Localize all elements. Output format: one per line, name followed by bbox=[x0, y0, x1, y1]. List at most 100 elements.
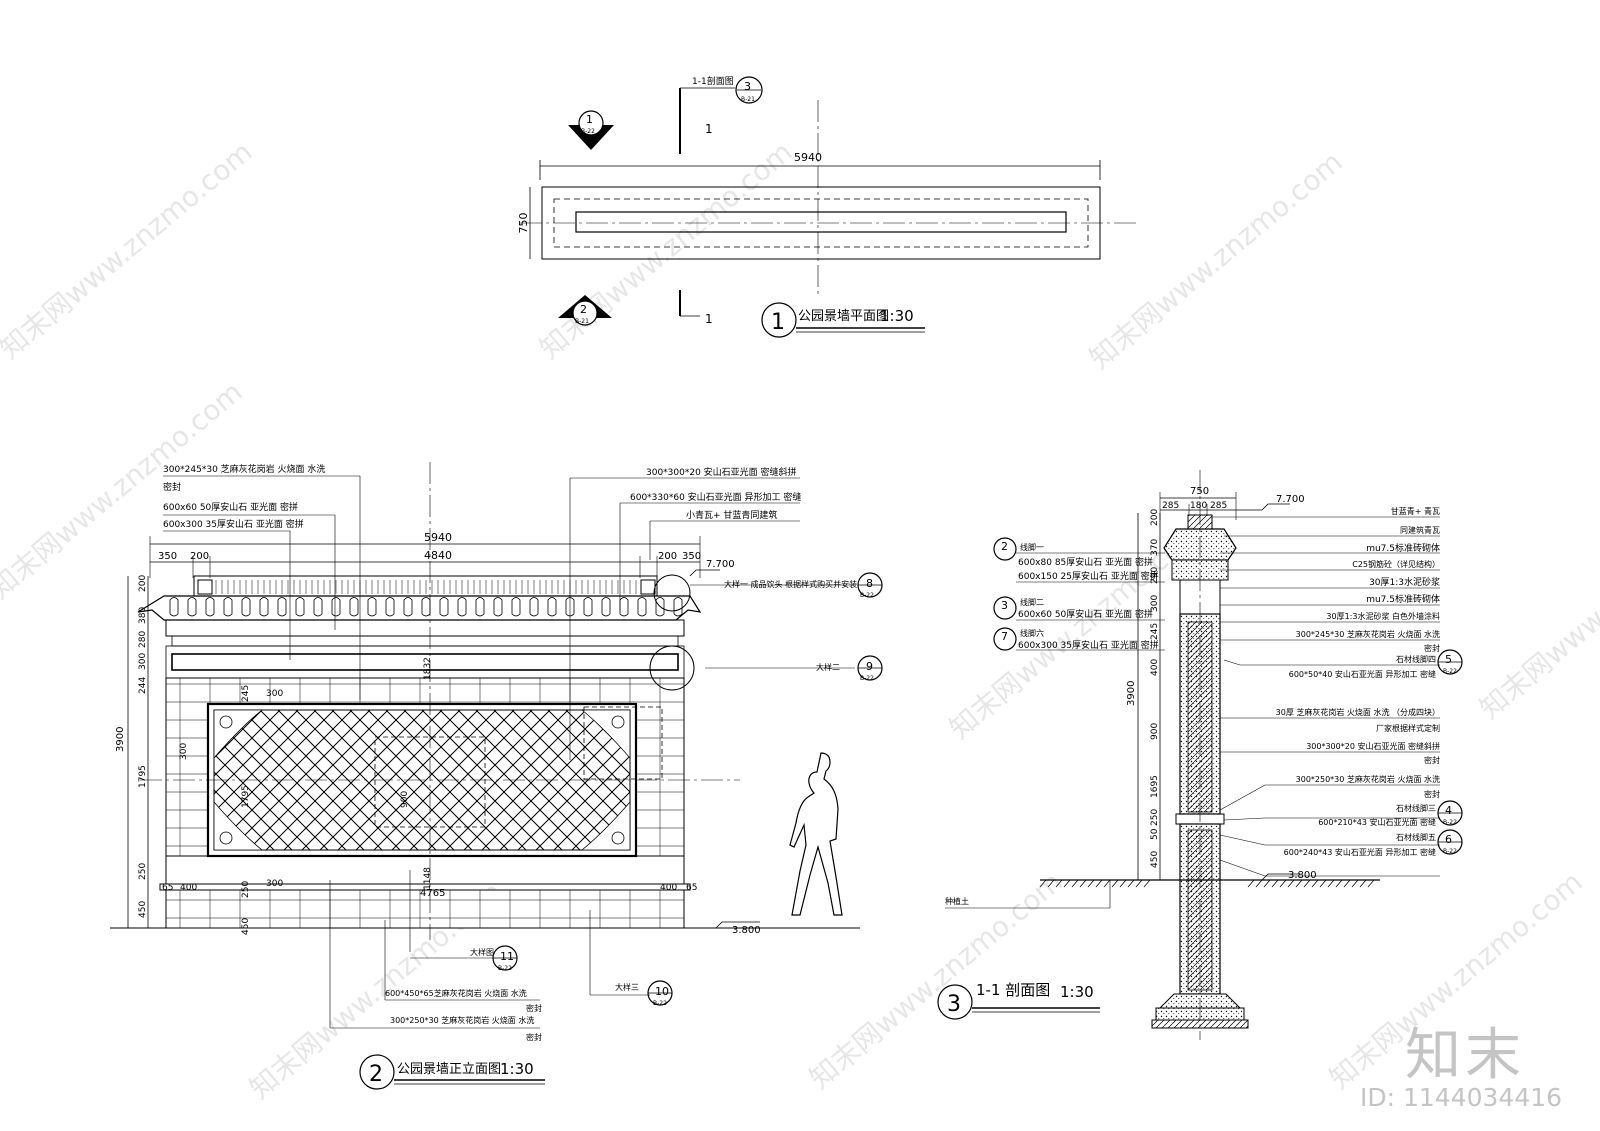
svg-text:知末网www.znzmo.com: 知末网www.znzmo.com bbox=[1083, 145, 1348, 375]
svg-text:4840: 4840 bbox=[424, 549, 452, 562]
elev-note-r1: 300*300*20 安山石亚光面 密缝斜拼 bbox=[646, 466, 797, 478]
svg-text:B-21: B-21 bbox=[575, 318, 589, 325]
svg-text:8: 8 bbox=[866, 577, 873, 590]
svg-text:450: 450 bbox=[138, 901, 148, 918]
svg-text:4765: 4765 bbox=[420, 888, 445, 899]
svg-text:300*250*30 芝麻灰花岗岩 火烧面 水洗: 300*250*30 芝麻灰花岗岩 火烧面 水洗 bbox=[1296, 774, 1440, 784]
svg-text:180: 180 bbox=[1190, 501, 1207, 511]
svg-text:290: 290 bbox=[1150, 567, 1160, 584]
svg-text:密封: 密封 bbox=[1424, 789, 1440, 799]
svg-text:65: 65 bbox=[162, 883, 173, 893]
svg-text:6: 6 bbox=[1445, 833, 1452, 846]
plan-section-ref: 3 bbox=[744, 80, 751, 93]
svg-text:200: 200 bbox=[1150, 509, 1160, 526]
svg-text:2: 2 bbox=[1001, 540, 1008, 553]
svg-text:900: 900 bbox=[1150, 723, 1160, 740]
section-labels: 750 285 180 285 7.700 3.800 3900 200 370… bbox=[945, 486, 1457, 1017]
svg-text:1:30: 1:30 bbox=[500, 1060, 534, 1078]
svg-text:密封: 密封 bbox=[526, 1003, 542, 1013]
svg-text:B-21: B-21 bbox=[741, 96, 755, 103]
section-title: 1-1 剖面图 bbox=[976, 981, 1050, 999]
svg-text:285: 285 bbox=[1162, 501, 1179, 511]
svg-text:9: 9 bbox=[866, 660, 873, 673]
svg-text:密封: 密封 bbox=[1424, 755, 1440, 765]
svg-text:400: 400 bbox=[1150, 659, 1160, 676]
svg-text:1:30: 1:30 bbox=[1060, 983, 1094, 1001]
svg-text:B-22: B-22 bbox=[860, 675, 874, 682]
plan-dim-length: 5940 bbox=[794, 151, 822, 164]
svg-text:2: 2 bbox=[580, 303, 587, 316]
svg-text:300: 300 bbox=[266, 689, 283, 699]
svg-text:1148: 1148 bbox=[423, 867, 433, 890]
svg-text:300: 300 bbox=[266, 879, 283, 889]
svg-text:密封: 密封 bbox=[526, 1032, 542, 1042]
svg-text:300: 300 bbox=[179, 743, 189, 760]
svg-text:300: 300 bbox=[138, 653, 148, 670]
svg-text:甘蓝青+ 青瓦: 甘蓝青+ 青瓦 bbox=[1391, 506, 1440, 516]
svg-text:3.800: 3.800 bbox=[732, 925, 761, 936]
plan-dim-width: 750 bbox=[517, 213, 530, 234]
svg-text:280: 280 bbox=[138, 631, 148, 648]
svg-text:知末网www.znzmo.com: 知末网www.znzmo.com bbox=[0, 375, 249, 605]
svg-text:大样图: 大样图 bbox=[470, 947, 494, 957]
svg-text:7: 7 bbox=[1001, 630, 1008, 643]
svg-text:250: 250 bbox=[138, 863, 148, 880]
section-view bbox=[937, 470, 1463, 1040]
elev-note-1: 300*245*30 芝麻灰花岗岩 火烧面 水洗 bbox=[163, 463, 325, 475]
svg-text:B-22: B-22 bbox=[581, 128, 595, 135]
corner-ornaments bbox=[213, 709, 631, 851]
svg-text:30厚1:3水泥砂浆 白色外墙涂料: 30厚1:3水泥砂浆 白色外墙涂料 bbox=[1326, 611, 1440, 621]
svg-text:知末网www.znzmo.com: 知末网www.znzmo.com bbox=[1473, 495, 1600, 725]
svg-text:600x60 50厚安山石 亚光面 密拼: 600x60 50厚安山石 亚光面 密拼 bbox=[1018, 608, 1153, 620]
svg-text:380: 380 bbox=[138, 607, 148, 624]
svg-text:mu7.5标准砖砌体: mu7.5标准砖砌体 bbox=[1366, 542, 1440, 554]
svg-text:3: 3 bbox=[1001, 599, 1008, 612]
svg-text:3: 3 bbox=[947, 992, 961, 1017]
svg-text:400: 400 bbox=[660, 883, 677, 893]
plan-scale: 1:30 bbox=[880, 307, 914, 325]
svg-text:370: 370 bbox=[1150, 539, 1160, 556]
svg-text:mu7.5标准砖砌体: mu7.5标准砖砌体 bbox=[1366, 593, 1440, 605]
svg-text:600x150 25厚安山石 亚光面 密拼: 600x150 25厚安山石 亚光面 密拼 bbox=[1018, 570, 1159, 582]
plan-number: 1 bbox=[771, 310, 785, 335]
svg-text:300*250*30 芝麻灰花岗岩 火烧面 水洗: 300*250*30 芝麻灰花岗岩 火烧面 水洗 bbox=[390, 1015, 534, 1025]
plan-cut-mark-bottom: 1 bbox=[705, 312, 713, 326]
svg-text:600x300 35厚安山石 亚光面 密拼: 600x300 35厚安山石 亚光面 密拼 bbox=[163, 518, 304, 530]
svg-text:600*50*40 安山石亚光面 异形加工 密缝: 600*50*40 安山石亚光面 异形加工 密缝 bbox=[1289, 669, 1436, 679]
plan-labels: 5940 750 1-1剖面图 3 B-21 1 1 1 B-22 2 B-21… bbox=[517, 75, 914, 335]
svg-text:B-22: B-22 bbox=[498, 965, 512, 972]
svg-text:600*210*43 安山石亚光面 密缝: 600*210*43 安山石亚光面 密缝 bbox=[1318, 817, 1436, 827]
svg-text:600*450*65芝麻灰花岗岩 火烧面 水洗: 600*450*65芝麻灰花岗岩 火烧面 水洗 bbox=[385, 988, 527, 998]
svg-text:245: 245 bbox=[241, 685, 251, 702]
svg-text:大样一 成品饮头 根据样式购买并安装: 大样一 成品饮头 根据样式购买并安装 bbox=[724, 579, 857, 589]
svg-text:10: 10 bbox=[655, 985, 669, 998]
svg-text:50: 50 bbox=[1150, 828, 1160, 840]
svg-text:65: 65 bbox=[686, 883, 697, 893]
plan-cut-mark-top: 1 bbox=[705, 122, 713, 136]
svg-text:密封: 密封 bbox=[1424, 643, 1440, 653]
svg-text:30厚1:3水泥砂浆: 30厚1:3水泥砂浆 bbox=[1369, 576, 1440, 588]
svg-text:1: 1 bbox=[586, 113, 593, 126]
svg-text:600x300 35厚安山石 亚光面 密拼: 600x300 35厚安山石 亚光面 密拼 bbox=[1018, 639, 1159, 651]
elevation-title: 公园景墙正立面图 bbox=[397, 1062, 501, 1077]
svg-text:种植土: 种植土 bbox=[945, 896, 969, 906]
svg-text:4: 4 bbox=[1445, 804, 1452, 817]
svg-text:300*245*30 芝麻灰花岗岩 火烧面 水洗: 300*245*30 芝麻灰花岗岩 火烧面 水洗 bbox=[1296, 629, 1440, 639]
plan-section-label: 1-1剖面图 bbox=[692, 75, 734, 87]
plan-title: 公园景墙平面图 bbox=[798, 309, 889, 324]
elevation-labels: 300*245*30 芝麻灰花岗岩 火烧面 水洗 密封 600x60 50厚安山… bbox=[115, 463, 874, 1087]
svg-text:600x60 50厚安山石 亚光面 密拼: 600x60 50厚安山石 亚光面 密拼 bbox=[163, 501, 298, 513]
svg-text:600x80 85厚安山石 亚光面 密拼: 600x80 85厚安山石 亚光面 密拼 bbox=[1018, 556, 1153, 568]
svg-text:知末网www.znzmo.com: 知末网www.znzmo.com bbox=[0, 135, 259, 365]
brand-id: ID: 1144034416 bbox=[1360, 1083, 1563, 1112]
svg-text:11: 11 bbox=[500, 950, 514, 963]
svg-text:C25钢筋砼（详见结构）: C25钢筋砼（详见结构） bbox=[1352, 559, 1440, 569]
svg-text:400: 400 bbox=[180, 883, 197, 893]
svg-text:大样三: 大样三 bbox=[615, 982, 639, 992]
svg-text:300*300*20 安山石亚光面 密缝斜拼: 300*300*20 安山石亚光面 密缝斜拼 bbox=[1306, 741, 1440, 751]
svg-text:3900: 3900 bbox=[115, 727, 126, 752]
svg-text:5: 5 bbox=[1445, 653, 1452, 666]
svg-text:线脚六: 线脚六 bbox=[1020, 628, 1044, 638]
svg-text:250: 250 bbox=[1150, 809, 1160, 826]
